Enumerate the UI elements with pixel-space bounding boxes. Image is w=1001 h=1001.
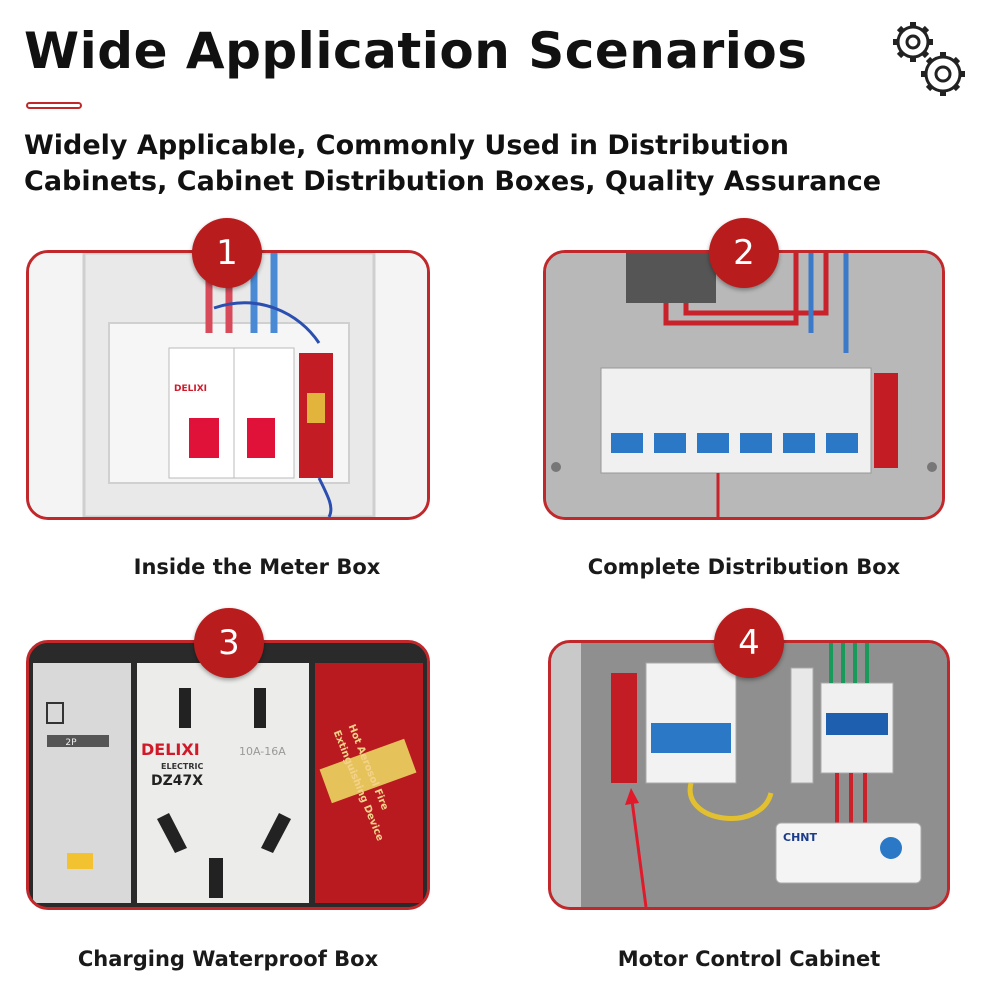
subtitle-line-1: Widely Applicable, Commonly Used in Dist… bbox=[24, 130, 790, 161]
title-underline bbox=[26, 102, 82, 109]
scenario-image-meter-box: DELIXI bbox=[26, 250, 430, 520]
scenario-image-distribution-box bbox=[543, 250, 945, 520]
device-brand-label: CHNT bbox=[783, 831, 817, 844]
breaker-brand-label: DELIXI bbox=[174, 384, 207, 394]
scenario-image-motor-cabinet: CHNT bbox=[548, 640, 950, 910]
subtitle-line-2: Cabinets, Cabinet Distribution Boxes, Qu… bbox=[24, 166, 882, 197]
model-label: DZ47X bbox=[151, 773, 203, 789]
brand-label: DELIXI bbox=[141, 740, 200, 759]
scenario-number-badge: 2 bbox=[709, 218, 779, 288]
subtitle: Widely Applicable, Commonly Used in Dist… bbox=[24, 128, 881, 200]
module-label: 2P bbox=[65, 738, 77, 748]
scenario-number-badge: 1 bbox=[192, 218, 262, 288]
scenario-caption: Complete Distribution Box bbox=[587, 555, 901, 579]
scenario-caption: Charging Waterproof Box bbox=[77, 947, 379, 971]
socket-rating-label: 10A-16A bbox=[239, 745, 286, 758]
page-title: Wide Application Scenarios bbox=[24, 22, 808, 80]
scenario-caption: Motor Control Cabinet bbox=[617, 947, 881, 971]
scenario-number-badge: 3 bbox=[194, 608, 264, 678]
scenario-caption: Inside the Meter Box bbox=[133, 555, 381, 579]
gears-icon bbox=[883, 14, 975, 106]
scenario-number-badge: 4 bbox=[714, 608, 784, 678]
brand-sub-label: ELECTRIC bbox=[161, 762, 203, 771]
scenario-image-charging-box: 2P DELIXI ELECTRIC DZ47X 10A-16A Hot Aer… bbox=[26, 640, 430, 910]
